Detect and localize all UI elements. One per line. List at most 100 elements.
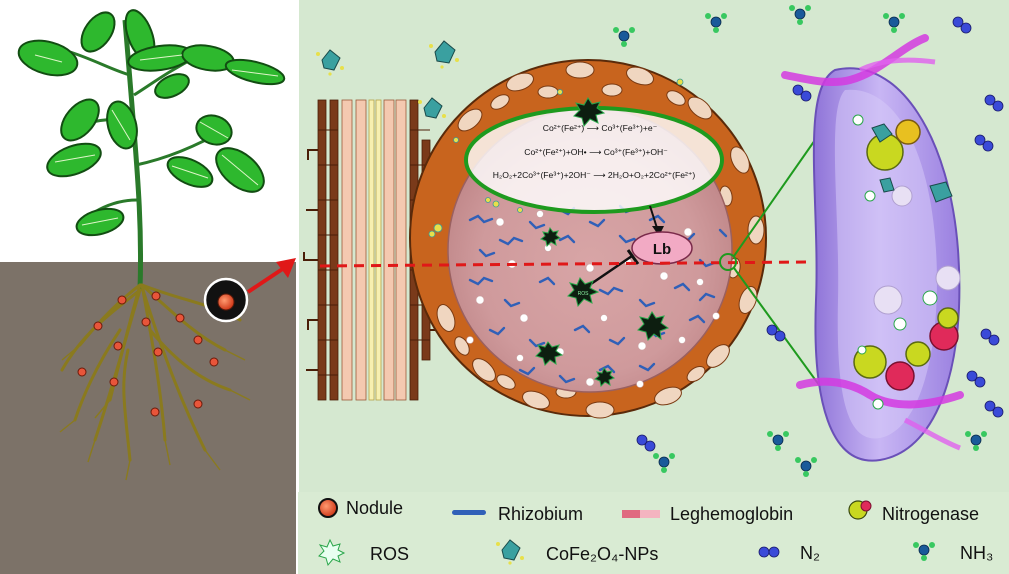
nodule (109, 377, 119, 387)
ros-in-bacteroid (852, 114, 938, 410)
nitrogenase-clusters (853, 119, 961, 391)
nodule (209, 357, 219, 367)
root-nodules (77, 291, 219, 417)
nitrogenase (895, 119, 921, 145)
ros-star (573, 97, 606, 128)
cortex-cells (436, 61, 765, 419)
nps-in-bacteroid (871, 123, 953, 203)
roots (60, 283, 242, 462)
section-dashed-line (319, 260, 811, 268)
nodule (193, 399, 203, 409)
ros-star-main (567, 277, 600, 308)
leaf (80, 11, 116, 53)
legend-ros-icon (318, 538, 346, 567)
legend-leghemoglobin-icon (622, 510, 640, 518)
nodule (153, 347, 163, 357)
n2-molecule (636, 434, 656, 452)
nh3-molecules (613, 5, 987, 477)
leaf (60, 98, 100, 142)
plant-panel (0, 0, 298, 574)
nps-particles-nodule (428, 78, 684, 238)
ros-inhibition-line (584, 254, 633, 290)
leaf-veins (34, 54, 279, 226)
nodule (151, 291, 161, 301)
ros-star (539, 226, 562, 248)
nodule (93, 321, 103, 331)
nps-background (316, 40, 459, 119)
leaf (106, 100, 138, 150)
nh3-molecule (795, 457, 817, 477)
nitrogenase (866, 133, 904, 171)
nodule (141, 317, 151, 327)
n2-molecules (636, 16, 1004, 452)
plant-branch (69, 50, 131, 77)
zoom-arrow (246, 266, 286, 294)
legend-n2-icon (758, 546, 780, 558)
flagellum-top (781, 34, 929, 87)
bacteroid (781, 34, 964, 462)
n2-molecule (980, 328, 1000, 346)
leaf (46, 142, 102, 178)
n2-molecule (792, 84, 812, 102)
zoom-focus-ring (719, 253, 737, 271)
root-hairs (59, 344, 251, 481)
legend-n2-label: N₂ (800, 543, 820, 563)
nitrogenase-faded (873, 285, 903, 315)
n2-molecule (984, 94, 1004, 112)
nodule (150, 407, 160, 417)
nh3-molecule (965, 431, 987, 451)
legend-leghemoglobin-icon-light (640, 510, 660, 518)
nodule (77, 367, 87, 377)
root-cortex-columns (341, 99, 407, 401)
legend-nps-icon (496, 539, 524, 565)
zoom-line-top (733, 129, 823, 257)
nodule (175, 313, 185, 323)
ros-badge-label: ROS (578, 291, 590, 297)
legend-rhizobium-label: Rhizobium (498, 504, 583, 524)
root-vascular (368, 99, 382, 401)
legend-nodule-label: Nodule (346, 498, 403, 518)
legend-nh3-icon (913, 542, 935, 561)
nh3-molecule (653, 453, 675, 473)
nh3-molecule (883, 13, 905, 33)
flagellum-bottom-2 (903, 417, 961, 451)
nh3-molecule (705, 13, 727, 33)
legend-leghemoglobin-label: Leghemoglobin (670, 504, 793, 524)
legend-ros-label: ROS (370, 544, 409, 564)
n2-molecule (984, 400, 1004, 418)
ellipse-to-lb-arrow (649, 205, 658, 229)
nps-particle (316, 49, 344, 76)
nh3-molecule (767, 431, 789, 451)
panel-divider (296, 0, 299, 574)
nodule (117, 295, 127, 305)
ellipse-to-lb-arrow-head (652, 226, 664, 236)
zoom-arrow-head (276, 258, 296, 278)
leaf (154, 73, 190, 99)
nitrogenase-faded (891, 185, 913, 207)
lb-label: Lb (653, 241, 671, 258)
nodule (193, 335, 203, 345)
legend-nh3-label: NH₃ (960, 543, 993, 563)
nps-particle (418, 97, 446, 119)
legend-nitrogenase-icon (848, 500, 872, 520)
ros-stars (535, 97, 670, 388)
legend-nodule-icon (318, 498, 338, 518)
legend-nitrogenase-label: Nitrogenase (882, 504, 979, 524)
nitrogenase-faded (935, 265, 961, 291)
ros-star (593, 366, 616, 388)
nodule (113, 341, 123, 351)
flagellum-bottom (796, 377, 964, 409)
nitrogenase (905, 341, 931, 367)
n2-molecule (974, 134, 994, 152)
leaf (224, 58, 286, 86)
root-side-hairs (303, 149, 442, 371)
equation-1: Co²⁺(Fe²⁺) ⟶ Co³⁺(Fe³⁺)+e⁻ (543, 123, 658, 133)
nh3-molecule (789, 5, 811, 25)
legend-panel (298, 492, 1009, 574)
ros-star (535, 341, 564, 366)
flagellum-top-2 (858, 57, 936, 73)
vacuoles (466, 210, 720, 388)
ros-star (637, 311, 670, 341)
legend-rhizobium-icon (452, 510, 486, 515)
